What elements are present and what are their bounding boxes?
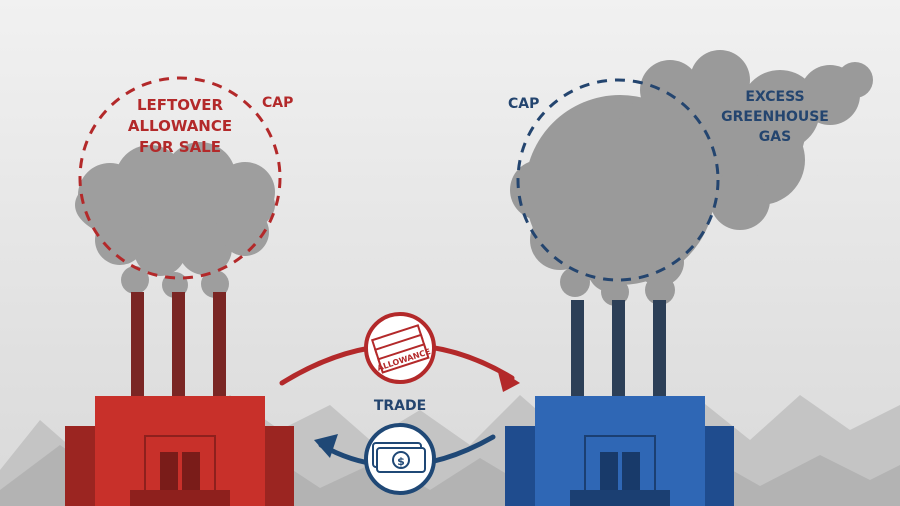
trade-label: TRADE [374,398,426,414]
left-cap-circle [78,76,282,280]
left-chimneys [131,292,226,402]
money-bills-icon: $ [372,442,426,473]
svg-text:LEFTOVER: LEFTOVER [137,96,223,114]
left-factory [65,396,294,506]
right-chimneys [571,300,666,402]
right-cap-circle [516,78,720,282]
allowance-badge: ALLOWANCE [364,312,436,384]
svg-text:$: $ [397,455,405,468]
svg-text:GREENHOUSE: GREENHOUSE [721,109,829,125]
leftover-allowance-label: LEFTOVER ALLOWANCE FOR SALE [128,96,232,156]
allowance-arrowhead [497,368,520,392]
svg-text:GAS: GAS [759,129,791,145]
svg-text:FOR SALE: FOR SALE [139,138,221,156]
svg-text:EXCESS: EXCESS [745,89,804,105]
right-factory [505,396,734,506]
money-badge: $ [364,423,436,495]
excess-greenhouse-gas-label: EXCESS GREENHOUSE GAS [721,89,829,145]
money-arrowhead [314,434,338,458]
left-smoke-cloud [75,142,275,298]
left-cap-label: CAP [262,95,293,111]
right-smoke-cloud [510,50,873,306]
svg-text:ALLOWANCE: ALLOWANCE [128,117,232,135]
right-cap-label: CAP [508,96,539,112]
